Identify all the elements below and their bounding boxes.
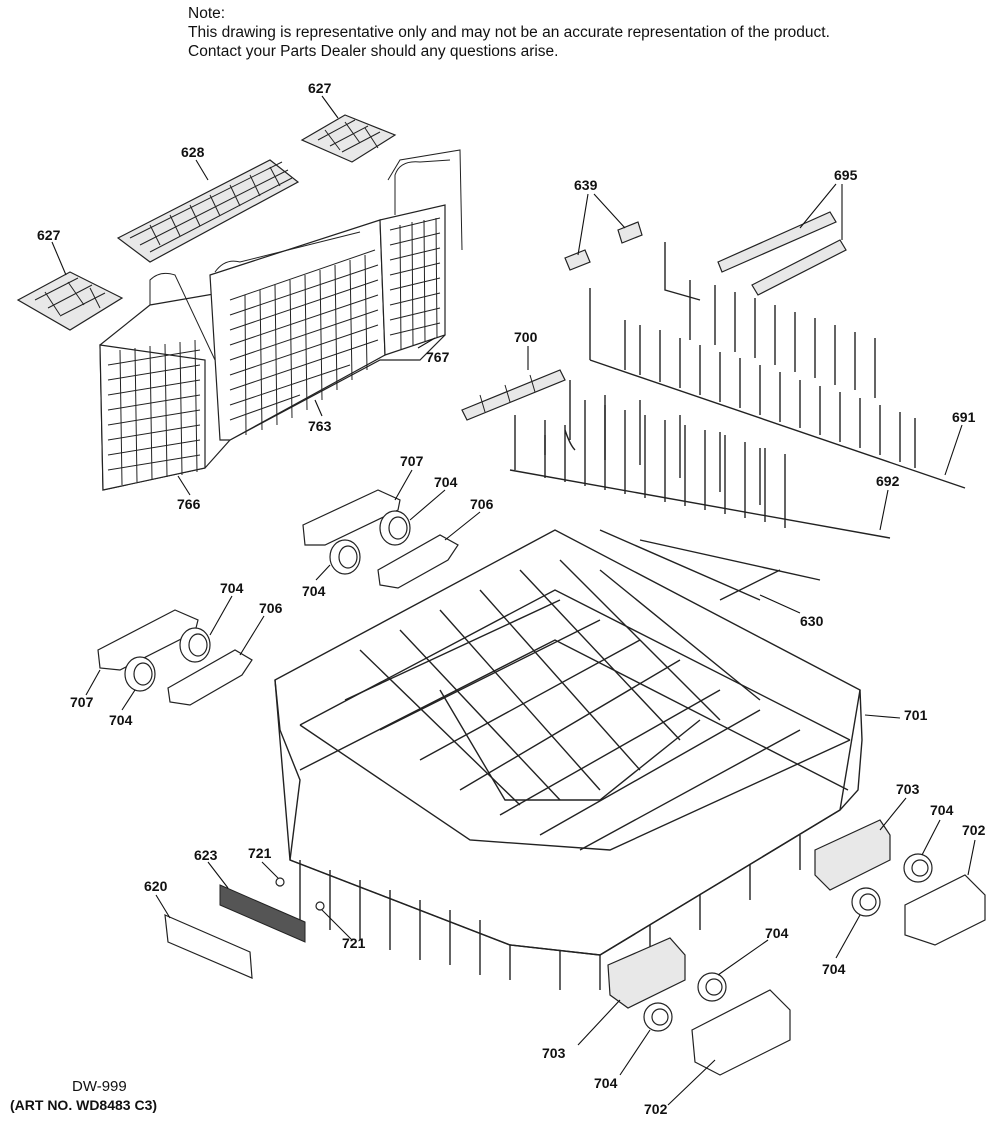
diagram-code: DW-999 xyxy=(72,1078,127,1095)
wheel-704-front-b xyxy=(643,1002,673,1032)
wheel-704-right-a xyxy=(903,853,933,883)
callout-691: 691 xyxy=(952,409,976,425)
callout-627: 627 xyxy=(37,227,61,243)
basket-lid-627-right xyxy=(300,114,397,163)
tine-row-691 xyxy=(589,242,966,489)
callout-703: 703 xyxy=(542,1045,566,1061)
basket-lid-627-left xyxy=(16,271,124,331)
tine-holder-700 xyxy=(461,369,566,421)
callout-630: 630 xyxy=(800,613,824,629)
callout-703: 703 xyxy=(896,781,920,797)
callout-627: 627 xyxy=(308,80,332,96)
lower-rack-701 xyxy=(274,529,863,990)
callout-623: 623 xyxy=(194,847,218,863)
callout-707: 707 xyxy=(70,694,94,710)
tine-clip-639 xyxy=(564,221,643,271)
basket-lid-628 xyxy=(116,159,300,263)
screw-721-a xyxy=(275,877,285,887)
tine-row-692 xyxy=(509,380,891,601)
callout-639: 639 xyxy=(574,177,598,193)
note-disclaimer: This drawing is representative only and … xyxy=(188,24,830,41)
screw-721-b xyxy=(315,901,325,911)
callout-704: 704 xyxy=(822,961,846,977)
rack-bumper-702-front xyxy=(691,989,791,1076)
callout-702: 702 xyxy=(644,1101,668,1117)
wheel-holder-706-left xyxy=(167,649,253,706)
callout-701: 701 xyxy=(904,707,928,723)
callout-704: 704 xyxy=(302,583,326,599)
callout-721: 721 xyxy=(342,935,366,951)
callout-706: 706 xyxy=(470,496,494,512)
callout-707: 707 xyxy=(400,453,424,469)
wheel-704-front-a xyxy=(697,972,727,1002)
callout-704: 704 xyxy=(930,802,954,818)
callout-704: 704 xyxy=(594,1075,618,1091)
wheel-carrier-707-upper xyxy=(302,489,401,546)
wheel-704-upper-b xyxy=(329,539,361,575)
callout-labels: 627 628 627 767 763 766 639 695 700 691 … xyxy=(37,80,986,1117)
callout-704: 704 xyxy=(109,712,133,728)
callout-766: 766 xyxy=(177,496,201,512)
rack-bumper-702-right xyxy=(904,874,986,946)
callout-700: 700 xyxy=(514,329,538,345)
callout-721: 721 xyxy=(248,845,272,861)
wheel-carrier-703-front xyxy=(607,937,686,1009)
callout-704: 704 xyxy=(220,580,244,596)
art-number: (ART NO. WD8483 C3) xyxy=(10,1097,158,1113)
callout-692: 692 xyxy=(876,473,900,489)
tine-clip-695 xyxy=(717,211,847,296)
handle-bracket-623 xyxy=(219,884,306,943)
callout-704: 704 xyxy=(434,474,458,490)
wheel-704-left-b xyxy=(124,656,156,692)
wheel-holder-706-upper xyxy=(377,534,459,589)
wheel-704-right-b xyxy=(851,887,881,917)
wheel-704-left-a xyxy=(179,627,211,663)
callout-695: 695 xyxy=(834,167,858,183)
note-title: Note: xyxy=(188,5,226,22)
callout-628: 628 xyxy=(181,144,205,160)
leader-lines xyxy=(51,95,976,1106)
callout-704: 704 xyxy=(765,925,789,941)
callout-620: 620 xyxy=(144,878,168,894)
callout-767: 767 xyxy=(426,349,450,365)
wheel-carrier-703-right xyxy=(814,819,891,891)
silverware-basket xyxy=(99,149,463,491)
callout-706: 706 xyxy=(259,600,283,616)
callout-763: 763 xyxy=(308,418,332,434)
note-contact: Contact your Parts Dealer should any que… xyxy=(188,43,559,60)
callout-702: 702 xyxy=(962,822,986,838)
rack-handle-620 xyxy=(164,914,253,979)
wheel-704-upper-a xyxy=(379,510,411,546)
